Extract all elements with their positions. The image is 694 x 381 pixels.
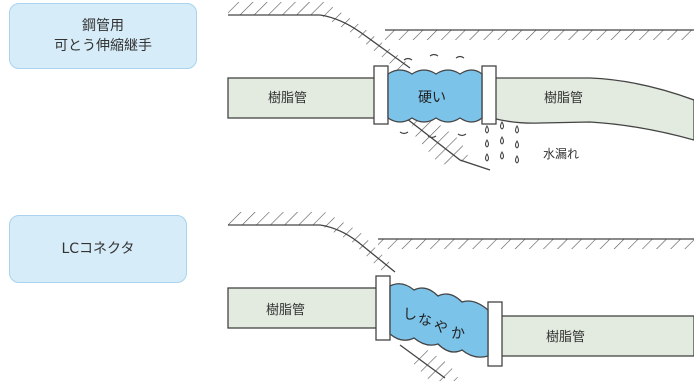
label-box-lc-connector: LCコネクタ	[9, 215, 187, 283]
pipe-right-top	[491, 77, 694, 141]
flexible-joint-char-4: か	[451, 326, 465, 342]
ground-hatch-bottom-left	[228, 212, 395, 274]
flange-bottom-left	[375, 275, 391, 341]
stiff-joint-body	[387, 69, 483, 123]
label-box-steel-joint: 鋼管用 可とう伸縮継手	[9, 3, 197, 69]
leak-label: 水漏れ	[543, 147, 579, 161]
stiff-joint-label: 硬い	[418, 90, 446, 106]
flexible-joint-char-2: な	[418, 313, 432, 329]
label-lc-connector: LCコネクタ	[61, 241, 135, 257]
flexible-joint-char-3: や	[434, 320, 448, 336]
pipe-right-bottom	[497, 315, 694, 357]
pipe-left-label-top: 樹脂管	[268, 91, 307, 106]
label-steel-line2: 可とう伸縮継手	[54, 38, 152, 54]
pipe-left-label-bottom: 樹脂管	[266, 303, 305, 318]
flexible-joint-char-1: し	[403, 307, 417, 323]
flexible-joint-body	[389, 283, 489, 358]
water-drops	[485, 121, 519, 164]
flange-top-left	[373, 65, 389, 125]
ground-hatch-bottom-lower	[410, 345, 460, 381]
ground-line-bottom	[228, 224, 396, 273]
top-diagram: 樹脂管 樹脂管 硬い 水漏れ	[227, 2, 694, 171]
bottom-diagram: 樹脂管 樹脂管 し な や か	[227, 212, 694, 381]
pipe-right-label-bottom: 樹脂管	[546, 330, 585, 345]
label-steel-line1: 鋼管用	[82, 18, 124, 34]
flange-top-right	[481, 65, 497, 125]
ground-hatch-top-right	[385, 30, 694, 40]
ground-line-bottom-lower	[399, 344, 446, 379]
flange-bottom-right	[487, 301, 503, 367]
vibration-marks-top	[399, 53, 467, 139]
ground-hatch-top-left	[228, 2, 410, 72]
pipe-right-label-top: 樹脂管	[544, 91, 583, 106]
ground-hatch-top-lower	[410, 110, 470, 165]
ground-hatch-bottom-right	[378, 239, 694, 249]
ground-line-top	[228, 14, 411, 69]
ground-line-top-lower	[401, 114, 491, 171]
